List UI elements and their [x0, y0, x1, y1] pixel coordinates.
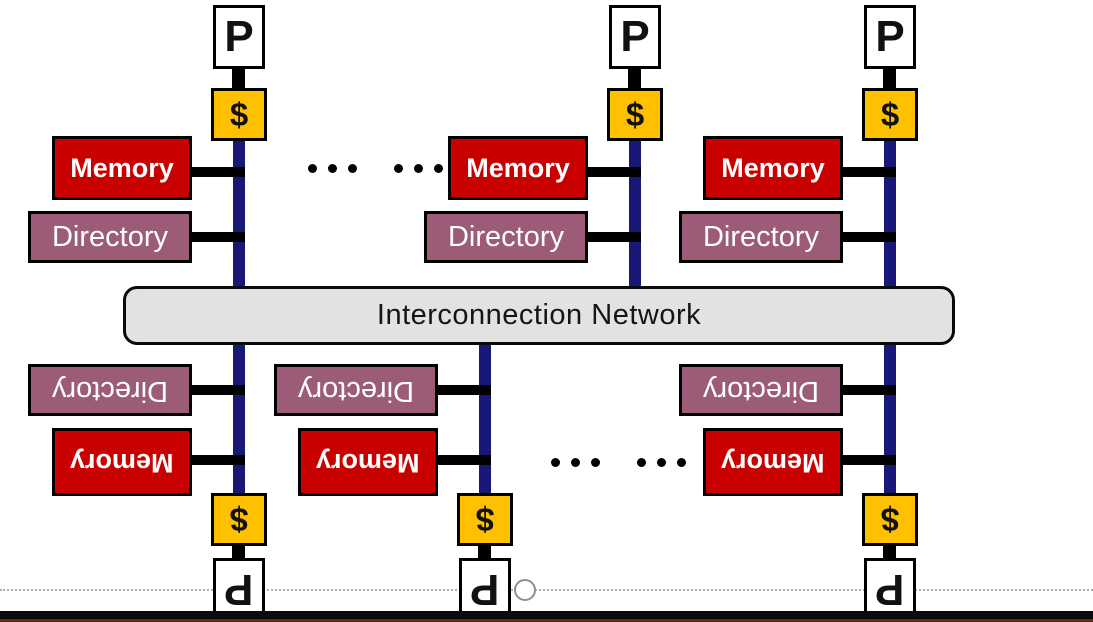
processor-cache-link [628, 67, 641, 90]
directory-label: Directory [51, 374, 168, 407]
cache-box: $ [457, 493, 513, 546]
memory-connector [190, 455, 245, 465]
cache-box: $ [607, 88, 663, 141]
memory-box: Memory [52, 136, 192, 200]
memory-label: Memory [721, 152, 825, 183]
directory-box: Directory [679, 211, 843, 263]
processor-label: P [875, 565, 905, 614]
memory-connector [841, 167, 896, 177]
memory-label: Memory [316, 447, 420, 478]
memory-box: Memory [298, 428, 438, 496]
cache-box: $ [862, 493, 918, 546]
processor-cache-link [232, 544, 245, 560]
memory-connector [190, 167, 245, 177]
memory-connector [436, 455, 491, 465]
cache-label: $ [229, 96, 249, 133]
dot [637, 458, 646, 467]
directory-label: Directory [702, 220, 819, 253]
bus-line [479, 344, 491, 496]
directory-connector [190, 385, 245, 395]
dot [657, 458, 666, 467]
directory-box: Directory [274, 364, 438, 416]
bus-line [233, 344, 245, 496]
directory-connector [841, 232, 896, 242]
processor-label: P [620, 12, 650, 61]
memory-label: Memory [721, 447, 825, 478]
processor-label: P [224, 565, 254, 614]
dot [308, 164, 317, 173]
directory-connector [190, 232, 245, 242]
memory-box: Memory [52, 428, 192, 496]
processor-box: P [213, 5, 265, 69]
processor-label: P [875, 12, 905, 61]
bottom-bar-accent [0, 619, 1093, 622]
directory-label: Directory [297, 374, 414, 407]
interconnection-network: Interconnection Network [123, 286, 955, 345]
directory-label: Directory [702, 374, 819, 407]
cache-label: $ [229, 501, 249, 538]
memory-label: Memory [70, 447, 174, 478]
processor-cache-link [232, 67, 245, 90]
directory-label: Directory [51, 220, 168, 253]
processor-box: P [864, 5, 916, 69]
cache-label: $ [880, 501, 900, 538]
cache-box: $ [211, 88, 267, 141]
ellipsis-dots-bottom [551, 458, 686, 467]
bottom-bar [0, 611, 1093, 619]
cache-box: $ [211, 493, 267, 546]
cache-label: $ [880, 96, 900, 133]
memory-box: Memory [703, 136, 843, 200]
directory-box: Directory [28, 211, 192, 263]
dot [328, 164, 337, 173]
directory-box: Directory [424, 211, 588, 263]
memory-connector [586, 167, 641, 177]
directory-box: Directory [28, 364, 192, 416]
dot [394, 164, 403, 173]
dot [551, 458, 560, 467]
memory-box: Memory [703, 428, 843, 496]
bus-line [884, 344, 896, 496]
dot [677, 458, 686, 467]
cache-label: $ [475, 501, 495, 538]
bus-line [233, 139, 245, 288]
processor-box: P [609, 5, 661, 69]
directory-connector [436, 385, 491, 395]
memory-label: Memory [466, 152, 570, 183]
processor-label: P [470, 565, 500, 614]
processor-cache-link [478, 544, 491, 560]
directory-connector [841, 385, 896, 395]
memory-connector [841, 455, 896, 465]
directory-box: Directory [679, 364, 843, 416]
processor-label: P [224, 12, 254, 61]
processor-box: P [459, 558, 511, 620]
bus-line [629, 139, 641, 288]
cache-label: $ [625, 96, 645, 133]
memory-box: Memory [448, 136, 588, 200]
memory-label: Memory [70, 152, 174, 183]
dot [591, 458, 600, 467]
ellipsis-dots-top [308, 164, 443, 173]
processor-cache-link [883, 544, 896, 560]
dot [571, 458, 580, 467]
cache-box: $ [862, 88, 918, 141]
processor-cache-link [883, 67, 896, 90]
dotted-guide-line [0, 589, 1093, 591]
dot [434, 164, 443, 173]
processor-box: P [213, 558, 265, 620]
directory-connector [586, 232, 641, 242]
dot [414, 164, 423, 173]
interconnection-network-label: Interconnection Network [376, 299, 702, 331]
circle-marker [514, 579, 536, 601]
dot [348, 164, 357, 173]
bus-line [884, 139, 896, 288]
directory-label: Directory [447, 220, 564, 253]
